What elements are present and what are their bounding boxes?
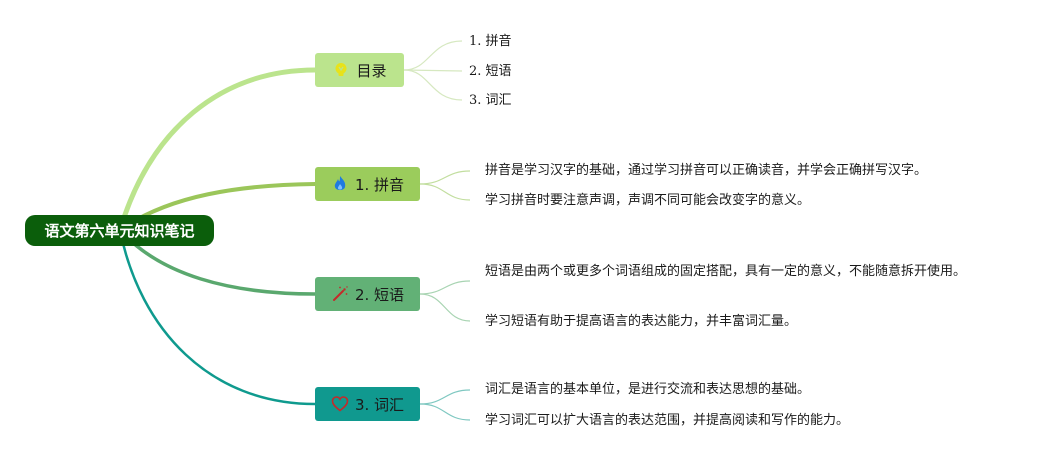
connector-vocab-leaf-2: [419, 403, 471, 421]
branch-node-vocab[interactable]: 3. 词汇: [315, 387, 420, 421]
connector-vocab-leaf-1: [419, 389, 471, 405]
phrases-leaf-1[interactable]: 短语是由两个或更多个词语组成的固定搭配，具有一定的意义，不能随意拆开使用。: [485, 264, 967, 279]
branch-node-phrases[interactable]: 2. 短语: [315, 277, 420, 311]
branch-label-pinyin: 1. 拼音: [354, 175, 405, 194]
vocab-leaf-1[interactable]: 词汇是语言的基本单位，是进行交流和表达思想的基础。: [485, 382, 811, 397]
connector-root-to-toc: [117, 67, 318, 233]
branch-label-phrases: 2. 短语: [354, 285, 405, 304]
lightbulb-icon: [332, 61, 350, 79]
heart-icon: [331, 395, 349, 413]
branch-label-vocab: 3. 词汇: [354, 395, 405, 414]
toc-leaf-2[interactable]: 2. 短语: [469, 64, 512, 79]
wand-icon: [331, 285, 349, 303]
connector-toc-leaf-2: [403, 69, 463, 72]
toc-leaf-3[interactable]: 3. 词汇: [469, 93, 512, 108]
root-node[interactable]: 语文第六单元知识笔记: [25, 215, 214, 246]
branch-label-toc: 目录: [356, 61, 387, 80]
connector-pinyin-leaf-1: [419, 170, 471, 185]
connector-toc-leaf-3: [403, 69, 463, 101]
phrases-leaf-2[interactable]: 学习短语有助于提高语言的表达能力，并丰富词汇量。: [485, 314, 798, 329]
root-label: 语文第六单元知识笔记: [44, 222, 195, 240]
connector-toc-leaf-1: [403, 40, 463, 71]
connector-pinyin-leaf-2: [419, 183, 471, 201]
pinyin-leaf-2[interactable]: 学习拼音时要注意声调，声调不同可能会改变字的意义。: [485, 193, 811, 208]
pinyin-leaf-1[interactable]: 拼音是学习汉字的基础，通过学习拼音可以正确读音，并学会正确拼写汉字。: [485, 163, 928, 178]
connector-phrases-leaf-2: [419, 293, 471, 322]
vocab-leaf-2[interactable]: 学习词汇可以扩大语言的表达范围，并提高阅读和写作的能力。: [485, 413, 850, 428]
fire-icon: [331, 175, 349, 193]
connector-phrases-leaf-1: [419, 280, 471, 295]
branch-node-pinyin[interactable]: 1. 拼音: [315, 167, 420, 201]
connector-root-to-vocab: [118, 228, 317, 406]
branch-node-toc[interactable]: 目录: [315, 53, 404, 87]
toc-leaf-1[interactable]: 1. 拼音: [469, 34, 512, 49]
